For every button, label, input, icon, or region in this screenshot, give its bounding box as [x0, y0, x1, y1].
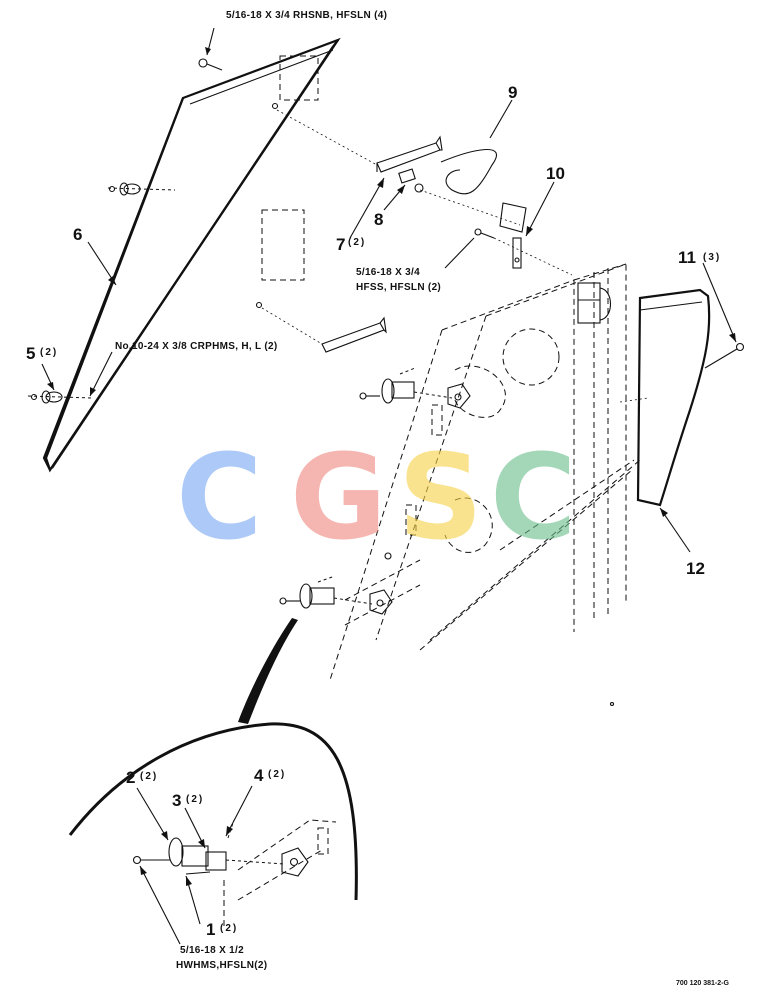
clip-part-8	[398, 168, 424, 193]
panel-fastener-lower	[27, 390, 93, 404]
callout-7: 7	[336, 235, 345, 254]
leader-lines	[41, 99, 737, 945]
shield-part-12	[619, 288, 711, 507]
callout-5: 5	[26, 344, 35, 363]
hinge-bracket-part-10	[499, 202, 527, 269]
watermark-letter-g: G	[290, 428, 387, 566]
frame-round-cutout	[502, 328, 560, 386]
callout-5-qty: (2)	[40, 347, 58, 358]
hwhms-label-line2: HWHMS,HFSLN(2)	[176, 960, 267, 971]
crphms-label: No.10-24 X 3/8 CRPHMS, H, L (2)	[115, 341, 278, 352]
detail-callout-pointer	[238, 618, 298, 724]
lower-bracket	[261, 307, 387, 353]
hwhms-label-line1: 5/16-18 X 1/2	[180, 945, 244, 956]
upper-bracket	[276, 109, 443, 173]
side-panel	[42, 37, 341, 473]
hfss-bolt	[474, 228, 573, 276]
callout-3: 3	[172, 791, 181, 810]
top-bolt-label: 5/16-18 X 3/4 RHSNB, HFSLN (4)	[226, 10, 387, 21]
drawing-number: 700 120 381-2-G	[676, 980, 729, 987]
watermark-letter-s: S	[398, 428, 483, 566]
detail-circle	[68, 722, 358, 901]
callout-6: 6	[73, 225, 82, 244]
hfss-label-line1: 5/16-18 X 3/4	[356, 267, 420, 278]
detail-latch-assembly	[132, 819, 337, 930]
callout-4-qty: (2)	[268, 769, 286, 780]
latch-assembly-lower	[279, 575, 393, 615]
callout-2-qty: (2)	[140, 771, 158, 782]
watermark: C G S C	[176, 428, 577, 566]
callout-11-qty: (3)	[703, 252, 721, 263]
frame-hinge	[577, 282, 612, 324]
callout-9: 9	[508, 83, 517, 102]
shield-bolt	[704, 342, 745, 369]
latch-assembly-upper	[359, 367, 471, 409]
callout-1-qty: (2)	[220, 923, 238, 934]
top-bolt	[198, 27, 223, 71]
callout-4: 4	[254, 766, 264, 785]
callout-12: 12	[686, 559, 705, 578]
panel-cutout-top	[279, 55, 319, 101]
watermark-letter-c2: C	[490, 428, 577, 566]
callout-7-qty: (2)	[348, 237, 366, 248]
hfss-label-line2: HFSS, HFSLN (2)	[356, 282, 441, 293]
panel-fastener-upper	[107, 182, 176, 196]
callout-3-qty: (2)	[186, 794, 204, 805]
callout-10: 10	[546, 164, 565, 183]
callout-11: 11	[678, 248, 696, 267]
watermark-letter-c1: C	[176, 428, 263, 566]
callout-8: 8	[374, 210, 383, 229]
callout-1: 1	[206, 920, 215, 939]
wire-part-9	[440, 148, 498, 195]
panel-cutout-middle	[261, 209, 305, 281]
callout-2: 2	[126, 768, 135, 787]
